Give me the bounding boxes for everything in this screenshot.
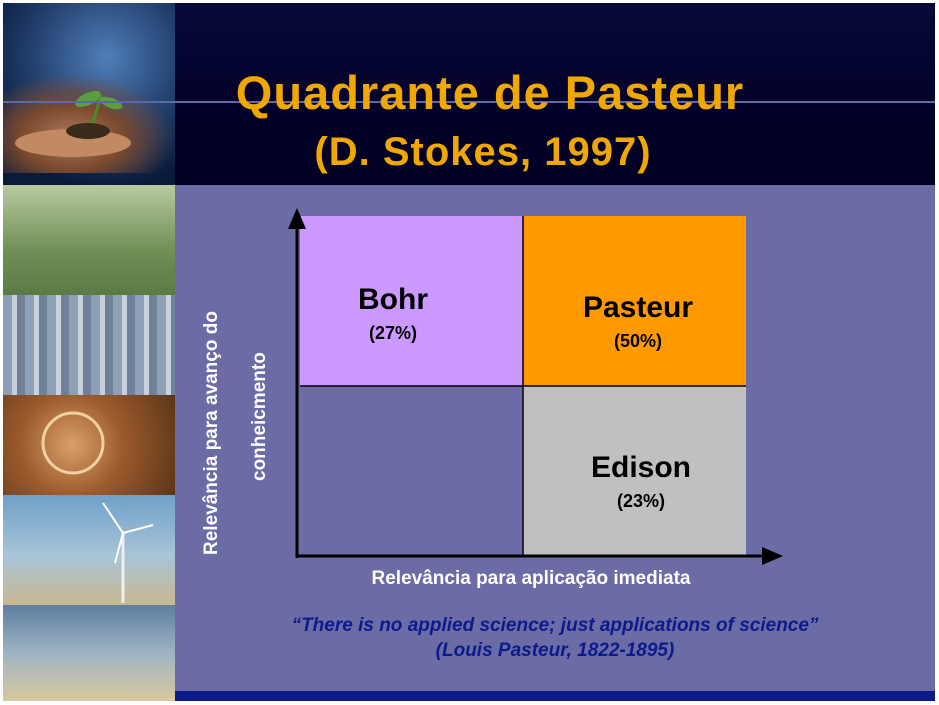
quote-attribution: (Louis Pasteur, 1822-1895) — [435, 640, 675, 661]
quadrant-name: Bohr — [358, 283, 428, 316]
y-axis-label-line1: Relevância para avanço do — [201, 311, 222, 555]
soil-icon — [66, 123, 110, 139]
y-axis-arrow-icon — [288, 208, 306, 229]
quadrant-name: Pasteur — [582, 291, 694, 324]
quadrant-pasteur-label: Pasteur (50%) — [563, 291, 713, 352]
quadrant-edison — [523, 386, 746, 556]
slide: Quadrante de Pasteur (D. Stokes, 1997) B… — [3, 3, 935, 701]
x-axis-label: Relevância para aplicação imediata — [371, 568, 691, 589]
slide-subtitle: (D. Stokes, 1997) — [314, 130, 652, 174]
quote-block: “There is no applied science; just appli… — [175, 613, 935, 663]
photo-texture — [15, 90, 154, 603]
quadrant-bohr — [300, 216, 523, 386]
field-image — [3, 185, 175, 295]
turbine-blade-icon — [114, 532, 124, 564]
x-axis-arrow-icon — [762, 547, 783, 565]
slide-title: Quadrante de Pasteur — [235, 66, 745, 119]
title-rule — [3, 101, 935, 103]
quadrant-pasteur — [523, 216, 746, 386]
bottom-bar — [175, 691, 935, 701]
quadrant-empty — [300, 386, 523, 556]
quadrant-percent: (27%) — [368, 323, 417, 343]
quadrant-diagram — [288, 208, 783, 565]
wind-turbine-image — [3, 495, 175, 605]
city-image — [3, 295, 175, 395]
compass-icon — [41, 411, 105, 475]
compass-image — [3, 395, 175, 495]
quote-text: “There is no applied science; just appli… — [291, 615, 819, 636]
decorative-photo-strip — [3, 3, 175, 701]
title-bar — [175, 3, 935, 185]
quadrant-percent: (23%) — [616, 491, 665, 511]
quadrant-edison-label: Edison (23%) — [566, 451, 716, 512]
quadrant-name: Edison — [590, 451, 691, 484]
y-axis-label-line2: conheicmento — [249, 352, 270, 481]
turbine-blade-icon — [102, 502, 124, 534]
shell-image — [3, 605, 175, 701]
quadrant-percent: (50%) — [613, 331, 662, 351]
leaf-icon — [75, 90, 101, 108]
leaf-icon — [99, 96, 123, 110]
quadrant-bohr-label: Bohr (27%) — [333, 283, 453, 344]
turbine-blade-icon — [122, 524, 154, 534]
